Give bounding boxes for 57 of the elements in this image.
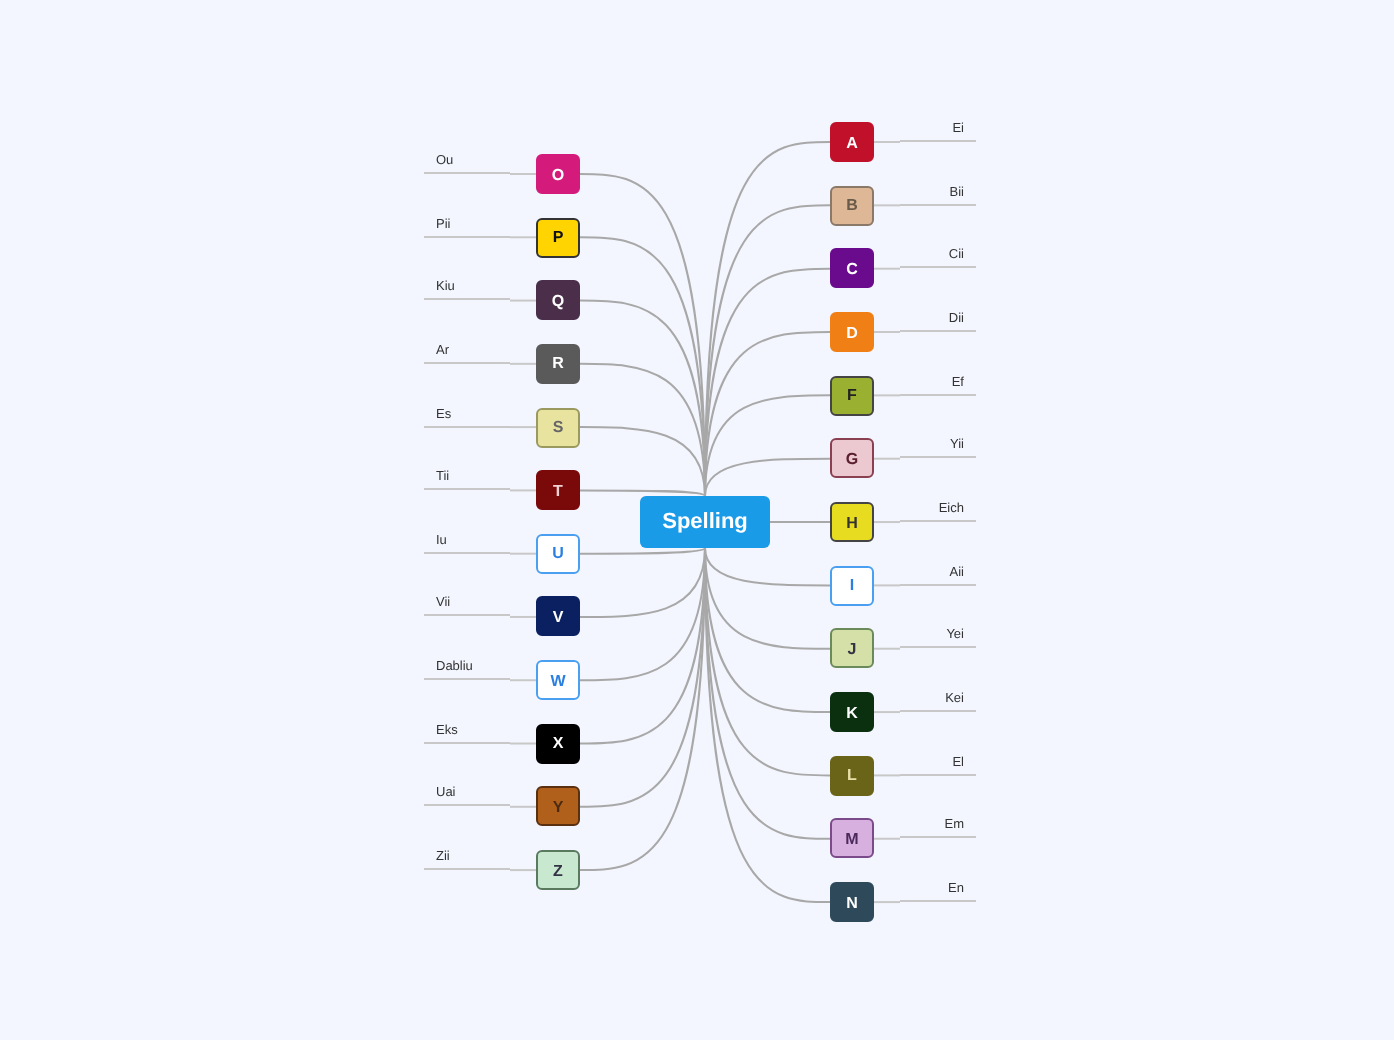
letter-topic: D xyxy=(830,312,874,352)
connector-line xyxy=(509,236,537,239)
connector-line xyxy=(873,837,901,840)
connector-line xyxy=(509,679,537,682)
letter-topic: P xyxy=(536,217,580,258)
letter-topic: I xyxy=(830,565,874,606)
branch-line xyxy=(579,547,706,555)
letter-topic: A xyxy=(830,122,874,162)
letter-topic: Q xyxy=(536,280,580,321)
connector-line xyxy=(873,204,901,207)
connector-line xyxy=(509,615,537,618)
connector-line xyxy=(509,489,537,492)
connector-line xyxy=(873,584,901,587)
branch-line xyxy=(704,547,831,587)
connector-line xyxy=(509,426,537,429)
letter-topic: O xyxy=(536,154,580,194)
letter-topic: W xyxy=(536,660,580,701)
connector-line xyxy=(873,521,901,524)
letter-topic: M xyxy=(830,818,874,859)
letter-topic: H xyxy=(830,502,874,543)
connector-line xyxy=(873,394,901,397)
connector-line xyxy=(873,774,901,777)
letter-topic: B xyxy=(830,185,874,226)
connector-line xyxy=(873,267,901,270)
connector-line xyxy=(873,141,901,143)
letter-topic: K xyxy=(830,692,874,733)
letter-topic: L xyxy=(830,755,874,796)
letter-topic: G xyxy=(830,438,874,479)
connector-line xyxy=(873,457,901,460)
letter-topic: R xyxy=(536,343,580,384)
connector-line xyxy=(509,805,537,808)
connector-line xyxy=(509,552,537,555)
letter-topic: J xyxy=(830,628,874,669)
connector-line xyxy=(509,742,537,745)
connector-line xyxy=(509,173,537,175)
letter-topic: C xyxy=(830,248,874,289)
branch-line xyxy=(769,521,831,524)
branch-line xyxy=(704,457,831,497)
letter-topic: Z xyxy=(536,850,580,891)
letter-topic: N xyxy=(830,882,874,923)
branch-line xyxy=(579,489,706,497)
connector-line xyxy=(873,647,901,650)
connector-line xyxy=(509,869,537,872)
connector-line xyxy=(873,711,901,714)
letter-topic: X xyxy=(536,723,580,764)
connector-line xyxy=(509,362,537,365)
letter-topic: U xyxy=(536,533,580,574)
letter-topic: T xyxy=(536,470,580,511)
letter-topic: Y xyxy=(536,786,580,827)
letter-topic: F xyxy=(830,375,874,416)
connector-line xyxy=(873,331,901,333)
central-topic: Spelling xyxy=(640,496,770,548)
connector-line xyxy=(509,299,537,302)
letter-topic: S xyxy=(536,407,580,448)
connector-line xyxy=(873,901,901,904)
letter-topic: V xyxy=(536,596,580,637)
branch-line xyxy=(579,426,706,497)
